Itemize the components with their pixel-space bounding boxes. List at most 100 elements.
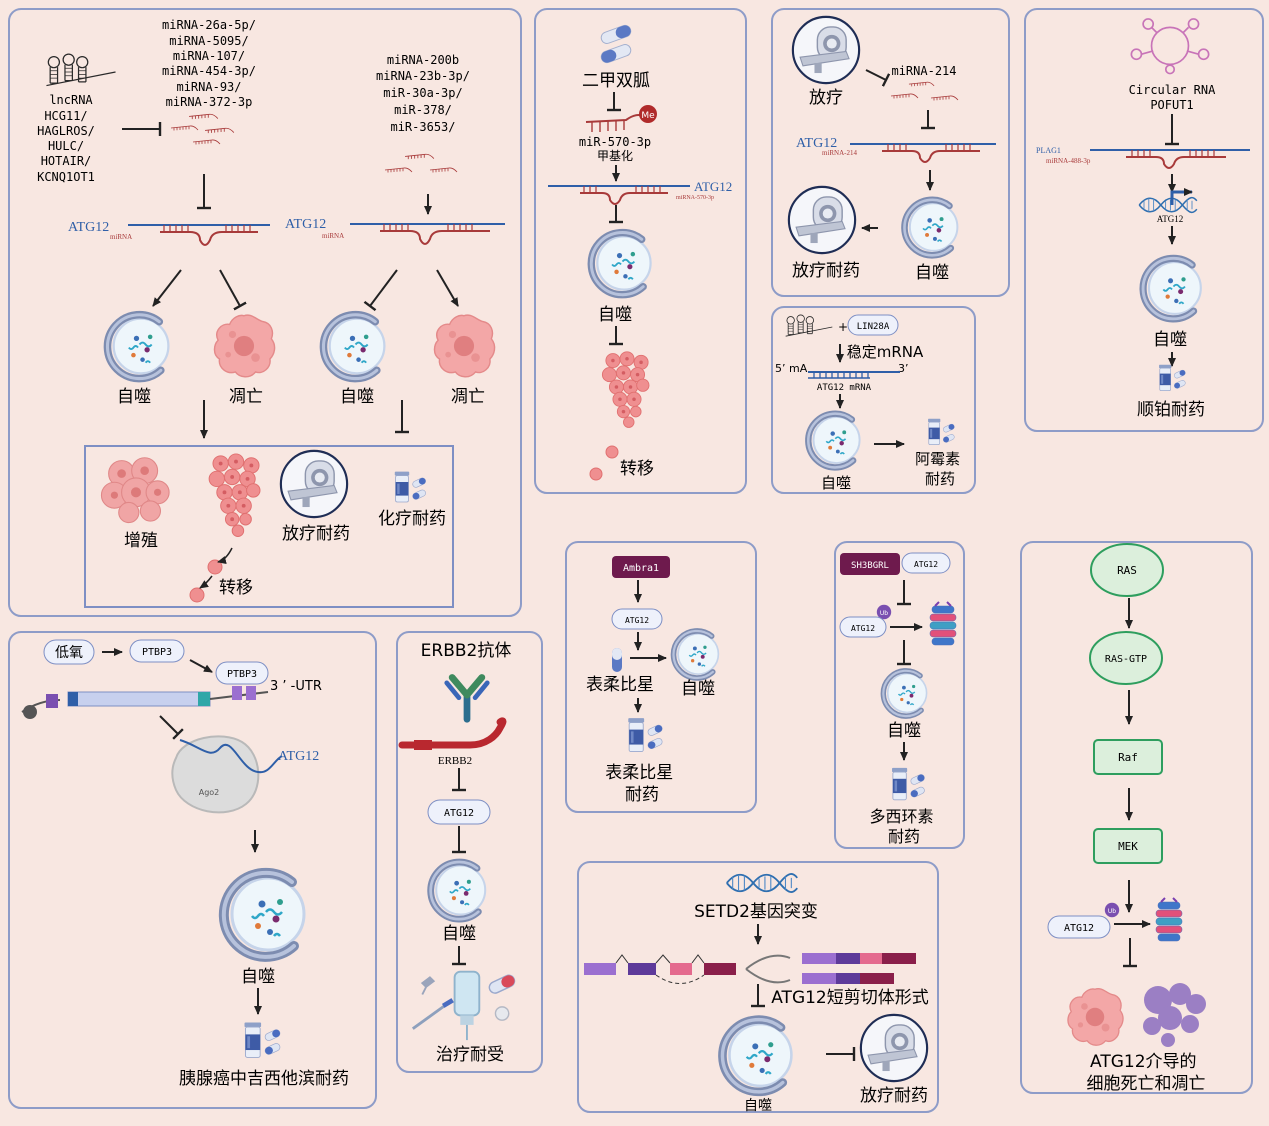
utr-label: 3 ’ -UTR (270, 679, 322, 694)
outcome-line: ATG12介导的 (1090, 1052, 1197, 1072)
autophagosome-icon (107, 315, 168, 379)
erbb2-label: ERBB2 (438, 755, 472, 767)
ptbp3-bound-pill (215, 661, 269, 685)
atg12-label: ATG12 (285, 217, 326, 232)
methyl-badge: Me (641, 111, 655, 121)
ct-scanner-icon (859, 1013, 929, 1083)
panel7-content: ERBB2抗体 ERBB2 ATG12 自噬 治疗耐受 (398, 641, 516, 1065)
proteasome-icon (1154, 896, 1184, 943)
panel11-content: RAS RAS-GTP Raf MEK Ub ATG12 ATG12介导的 细胞… (1047, 543, 1206, 1094)
atg12-label: ATG12 (278, 749, 319, 764)
radio-resistance-label: 放疗耐药 (860, 1086, 928, 1106)
mirna-strand-icon (890, 93, 919, 99)
mirna-strand-icon (429, 167, 458, 173)
panel5-content: Circular RNA POFUT1 PLAG1 miRNA-488-3p A… (1036, 18, 1250, 420)
hypoxia-label: 低氧 (55, 645, 83, 661)
antibody-label: ERBB2抗体 (421, 641, 512, 661)
autophagosome-icon (904, 200, 957, 255)
outcome-label: ATG12介导的 细胞死亡和凋亡 (1087, 1052, 1206, 1094)
ambra1-label: Ambra1 (623, 563, 659, 574)
autophagy-label: 自噬 (1153, 330, 1187, 350)
panel-ras (1020, 541, 1253, 1094)
atg12-pill (427, 799, 491, 825)
mirna-sub-label: miRNA-570-3p (676, 195, 714, 201)
panel10-content: SETD2基因突变 ATG12短剪切体形式 自噬 放疗耐药 (584, 872, 929, 1114)
panel1-content: lncRNA HCG11/ HAGLROS/ HULC/ HOTAIR/ KCN… (37, 18, 505, 603)
panel-radiotherapy (771, 8, 1010, 297)
plus-sign: + (838, 320, 848, 334)
three-prime: 3’ (898, 362, 909, 375)
panel2-content: 二甲双胍 Me miR-570-3p 甲基化 ATG12 miRNA-570-3… (548, 23, 732, 481)
apoptotic-cell-icon (1067, 987, 1124, 1046)
apoptotic-cell-icon (213, 314, 276, 378)
circ-name: POFUT1 (1150, 98, 1193, 112)
atg12-mrna-strand (179, 739, 283, 774)
atg12-pill (611, 608, 663, 630)
panel-metformin (534, 8, 747, 494)
panel-setd2 (577, 861, 939, 1113)
mrna-duplex (1090, 149, 1250, 169)
panel4-content: + LIN28A 稳定mRNA 5’ mA 3’ ATG12 mRNA 自噬 阿… (775, 314, 960, 492)
autophagy-label: 自噬 (442, 924, 476, 944)
autophagosome-icon (431, 862, 486, 919)
lncrna-item: HAGLROS/ (37, 124, 95, 138)
autophagy-label: 自噬 (744, 1098, 772, 1114)
autophagosome-icon (883, 671, 926, 716)
mrna-transcript (21, 686, 269, 719)
mirna-strand-icon (384, 167, 413, 173)
ub-label: Ub (880, 610, 888, 617)
mirna-list-a-item: miRNA-372-3p (166, 95, 253, 109)
plag1-label: PLAG1 (1036, 146, 1061, 155)
ras-node (1090, 543, 1164, 597)
drug-label: 表柔比星 (586, 675, 654, 695)
lncrna-item: HCG11/ (44, 109, 87, 123)
mirna-list-b-item: miRNA-200b (387, 53, 459, 67)
capsule-icon (612, 648, 622, 672)
panel1-outcome-box (84, 445, 454, 608)
autophagy-label: 自噬 (681, 679, 715, 699)
autophagosome-icon (1143, 258, 1201, 318)
mirna-tag: miRNA-214 (822, 149, 858, 157)
ras-label: RAS (1117, 564, 1137, 577)
raf-label: Raf (1118, 751, 1138, 764)
stabilize-label: 稳定mRNA (847, 343, 924, 361)
dying-cell-cluster-icon (1143, 983, 1206, 1047)
ras-gtp-node (1089, 631, 1163, 685)
autophagy-label: 自噬 (340, 387, 374, 407)
mirna-strand-icon (930, 95, 959, 101)
autophagy-label: 自噬 (887, 721, 921, 741)
ct-scanner-icon (787, 185, 857, 255)
atg12-label: ATG12 (851, 624, 875, 633)
proteasome-icon (928, 600, 958, 647)
pill-bottle-icon (927, 418, 956, 446)
pill-bottle-icon (394, 471, 428, 503)
resistance-label: 胰腺癌中吉西他滨耐药 (179, 1069, 349, 1089)
mirna-list-b-item: miR-3653/ (390, 120, 455, 134)
radiotherapy-label: 放疗 (809, 88, 843, 108)
atg12-label: ATG12 (914, 560, 938, 569)
resistance-line: 表柔比星 (605, 763, 673, 783)
metastasis-label: 转移 (219, 578, 253, 598)
resistance-line: 阿霉素 (915, 450, 960, 468)
autophagosome-icon (591, 233, 650, 295)
atg12-label: ATG12 (1157, 214, 1184, 224)
isoform-short (802, 973, 894, 984)
exon-structure (584, 954, 736, 984)
ptbp3-label: PTBP3 (142, 647, 172, 658)
metformin-label: 二甲双胍 (582, 71, 650, 91)
hypoxia-pill (43, 639, 95, 665)
atg12-label: ATG12 (68, 220, 109, 235)
ras-gtp-label: RAS-GTP (1105, 654, 1147, 665)
resistance-label: 治疗耐受 (436, 1045, 504, 1065)
panel3-content: 放疗 miRNA-214 ATG12 miRNA-214 自噬 放疗耐药 (787, 15, 996, 283)
atg12-label: ATG12 (625, 616, 649, 625)
tumor-cluster-icon (100, 457, 170, 524)
mek-label: MEK (1118, 840, 1138, 853)
erbb2-receptor-icon (398, 717, 507, 749)
pills-icon (599, 23, 633, 65)
ago2-protein-icon (171, 735, 260, 814)
autophagosome-icon (224, 873, 304, 957)
mirna-list-a-item: miRNA-93/ (176, 80, 241, 94)
lncrna-item: HOTAIR/ (41, 154, 92, 168)
